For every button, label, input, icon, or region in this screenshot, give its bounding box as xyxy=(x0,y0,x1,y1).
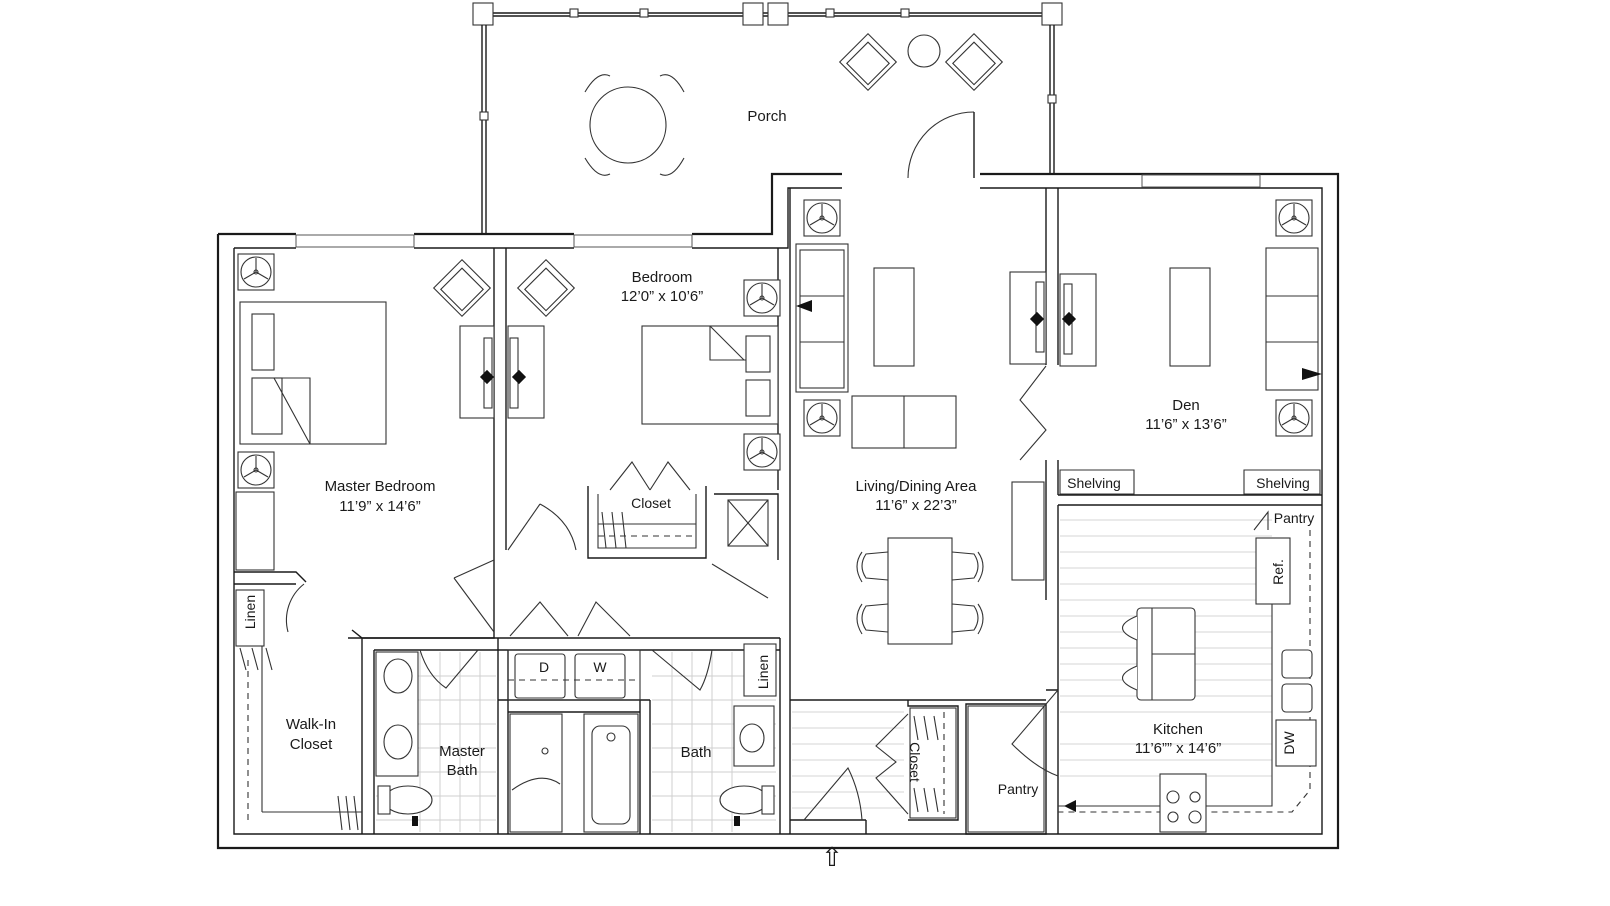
room-label-porch: Porch xyxy=(747,108,786,125)
label-refrigerator: Ref. xyxy=(1270,559,1286,585)
label-linen-bath: Linen xyxy=(755,655,771,689)
foyer: Closet xyxy=(792,707,957,821)
den: Den 11’6” x 13’6” Shelving Shelving xyxy=(1059,199,1322,495)
room-size-bedroom: 12’0” x 10’6” xyxy=(621,288,704,305)
label-washer: W xyxy=(593,659,607,675)
laundry: D W xyxy=(507,601,641,701)
master-bath: Master Bath xyxy=(375,649,563,833)
room-size-master-bedroom: 11’9” x 14’6” xyxy=(339,498,420,515)
room-label-living-dining: Living/Dining Area xyxy=(856,478,978,495)
label-linen-master: Linen xyxy=(242,595,258,629)
room-label-master-bath-1: Master xyxy=(439,743,485,760)
room-label-den: Den xyxy=(1172,397,1200,414)
label-pantry-top: Pantry xyxy=(1274,510,1314,526)
label-shelving-right: Shelving xyxy=(1256,475,1310,491)
bath: Linen Bath xyxy=(583,643,777,833)
label-closet-entry: Closet xyxy=(907,742,923,782)
room-label-walk-in-closet-2: Closet xyxy=(290,736,333,753)
kitchen: Kitchen 11’6”” x 14’6” Ref. Pantry DW Pa… xyxy=(967,510,1317,833)
porch-dining-table xyxy=(584,74,685,176)
walk-in-closet: Linen Walk-In Closet xyxy=(235,589,362,831)
room-label-walk-in-closet-1: Walk-In xyxy=(286,716,336,733)
label-dishwasher: DW xyxy=(1281,731,1297,755)
bedroom: Bedroom 12’0” x 10’6” Closet xyxy=(453,259,781,633)
room-label-bath: Bath xyxy=(681,744,712,761)
room-label-bedroom: Bedroom xyxy=(632,269,693,286)
room-label-master-bath-2: Bath xyxy=(447,762,478,779)
label-dryer: D xyxy=(539,659,549,675)
porch: Porch xyxy=(472,2,1063,235)
living-dining-area: Living/Dining Area 11’6” x 22’3” xyxy=(795,199,1047,645)
room-size-den: 11’6” x 13’6” xyxy=(1145,416,1226,433)
entry-arrow-icon: ⇧ xyxy=(821,842,843,872)
label-shelving-left: Shelving xyxy=(1067,475,1121,491)
master-bedroom: Master Bedroom 11’9” x 14’6” xyxy=(235,253,495,633)
room-size-kitchen: 11’6”” x 14’6” xyxy=(1135,740,1221,757)
room-label-kitchen: Kitchen xyxy=(1153,721,1203,738)
label-closet-bedroom: Closet xyxy=(631,495,671,511)
room-label-master-bedroom: Master Bedroom xyxy=(325,478,436,495)
label-pantry-bottom: Pantry xyxy=(998,781,1038,797)
room-size-living-dining: 11’6” x 22’3” xyxy=(875,497,956,514)
